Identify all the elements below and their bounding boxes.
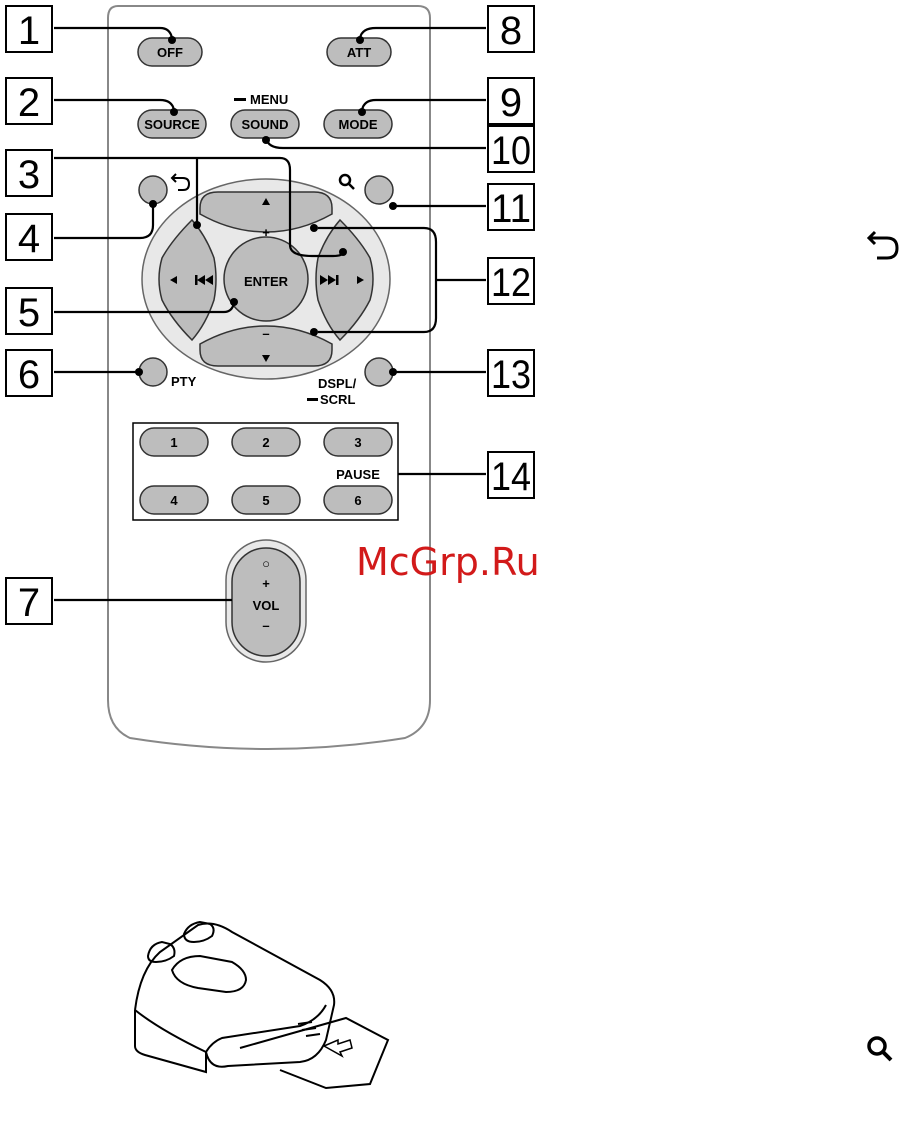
callout-3: 3: [6, 150, 52, 197]
mode-button[interactable]: MODE: [324, 110, 392, 138]
preset-button-5[interactable]: 5: [232, 486, 300, 514]
svg-text:3: 3: [18, 153, 40, 197]
callout-9: 9: [488, 78, 534, 125]
back-button[interactable]: [139, 176, 167, 204]
svg-text:14: 14: [491, 455, 531, 499]
callout-10: 10: [488, 126, 534, 173]
svg-text:11: 11: [491, 187, 531, 231]
pty-label: PTY: [171, 374, 197, 389]
preset-button-4[interactable]: 4: [140, 486, 208, 514]
preset-button-6[interactable]: 6: [324, 486, 392, 514]
enter-button[interactable]: ENTER: [224, 237, 308, 321]
svg-text:1: 1: [18, 9, 40, 53]
svg-text:ATT: ATT: [347, 45, 371, 60]
pty-button[interactable]: [139, 358, 167, 386]
callout-4: 4: [6, 214, 52, 261]
svg-text:MENU: MENU: [250, 92, 288, 107]
preset-button-3[interactable]: 3: [324, 428, 392, 456]
search-button[interactable]: [365, 176, 393, 204]
callout-6: 6: [6, 350, 52, 397]
dspl-scrl-button[interactable]: [365, 358, 393, 386]
svg-text:12: 12: [491, 261, 531, 305]
svg-text:13: 13: [491, 353, 531, 397]
svg-text:5: 5: [262, 493, 269, 508]
svg-text:7: 7: [18, 581, 40, 625]
callout-1: 1: [6, 6, 52, 53]
svg-text:2: 2: [262, 435, 269, 450]
svg-text:3: 3: [354, 435, 361, 450]
navigation-pad: ENTER: [142, 179, 390, 379]
svg-text:8: 8: [500, 9, 522, 53]
svg-text:10: 10: [491, 129, 531, 173]
dspl-label: DSPL/: [318, 376, 357, 391]
callout-8: 8: [488, 6, 534, 53]
svg-text:1: 1: [170, 435, 177, 450]
vol-plus-label: +: [262, 576, 270, 591]
callout-5: 5: [6, 288, 52, 335]
svg-text:SOUND: SOUND: [242, 117, 289, 132]
watermark: McGrp.Ru: [356, 540, 540, 584]
vol-dot: ○: [262, 556, 270, 571]
svg-text:4: 4: [18, 217, 40, 261]
sound-button[interactable]: SOUND: [231, 110, 299, 138]
pull-tab-arrow-icon: [324, 1040, 352, 1056]
callout-11: 11: [488, 184, 534, 231]
callout-13: 13: [488, 350, 534, 397]
svg-text:5: 5: [18, 291, 40, 335]
vol-minus-label: –: [262, 618, 269, 633]
margin-back-icon: [869, 232, 897, 258]
callout-12: 12: [488, 258, 534, 305]
vol-label: VOL: [253, 598, 280, 613]
minus-label: –: [262, 326, 269, 341]
svg-text:OFF: OFF: [157, 45, 183, 60]
preset-button-1[interactable]: 1: [140, 428, 208, 456]
callout-14: 14: [488, 452, 534, 499]
svg-text:ENTER: ENTER: [244, 274, 289, 289]
svg-text:9: 9: [500, 81, 522, 125]
svg-text:2: 2: [18, 81, 40, 125]
margin-search-icon: [869, 1038, 891, 1060]
svg-text:6: 6: [18, 353, 40, 397]
preset-button-2[interactable]: 2: [232, 428, 300, 456]
callout-7: 7: [6, 578, 52, 625]
svg-text:SCRL: SCRL: [320, 392, 355, 407]
svg-text:6: 6: [354, 493, 361, 508]
svg-text:SOURCE: SOURCE: [144, 117, 200, 132]
callout-2: 2: [6, 78, 52, 125]
svg-text:4: 4: [170, 493, 178, 508]
svg-text:MODE: MODE: [339, 117, 378, 132]
pause-label: PAUSE: [336, 467, 380, 482]
plus-label: +: [262, 225, 270, 240]
battery-illustration: [135, 922, 388, 1088]
